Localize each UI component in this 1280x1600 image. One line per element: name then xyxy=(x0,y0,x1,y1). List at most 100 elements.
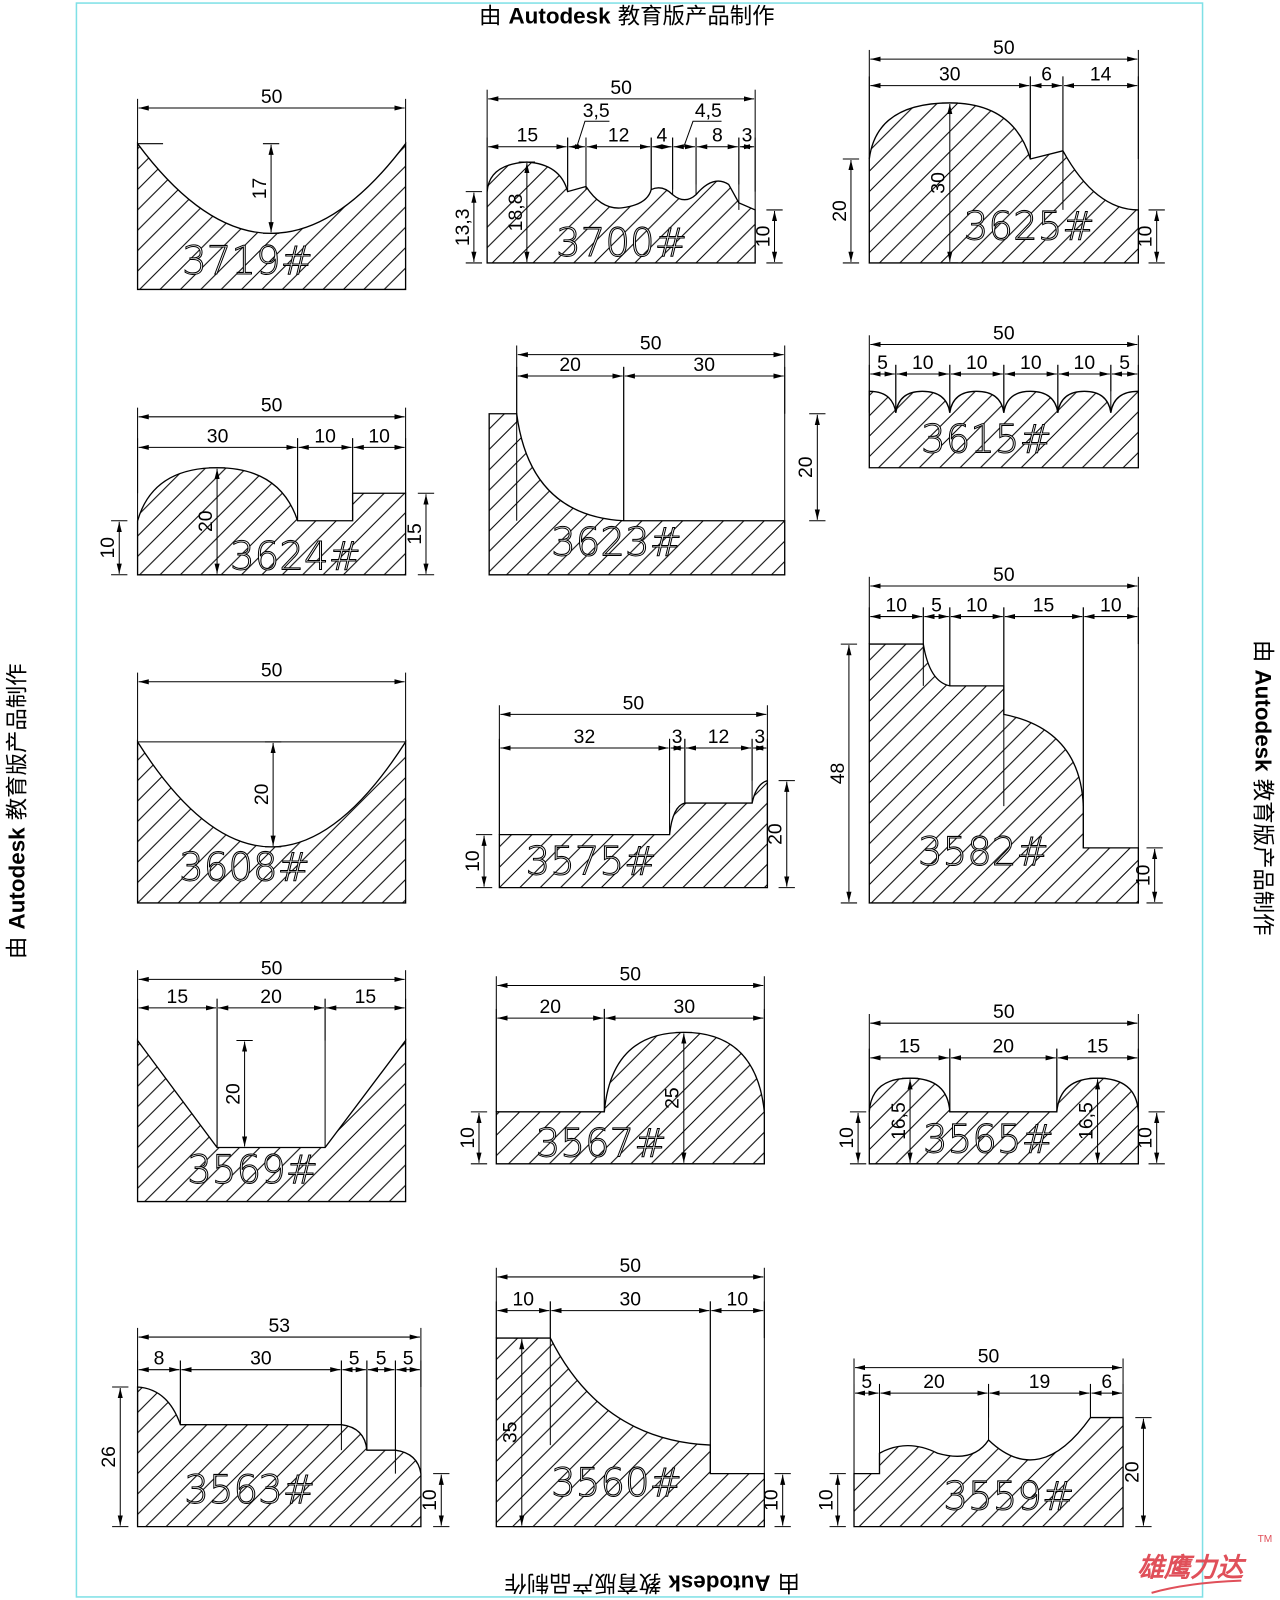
dimension: 10 xyxy=(709,1288,765,1474)
dimension: 20 xyxy=(222,1040,253,1149)
dimension: 18,8 xyxy=(505,161,536,264)
profile-section xyxy=(486,161,756,264)
dimension-value: 10 xyxy=(457,1127,479,1149)
dimension-value: 10 xyxy=(419,1489,441,1511)
dimension-value: 20 xyxy=(795,456,817,478)
dimension: 12 xyxy=(684,726,753,804)
dimension: 3 xyxy=(669,726,686,804)
dimension-value: 30 xyxy=(928,172,950,194)
dimension-value: 20 xyxy=(260,986,282,1008)
dimension-value: 10 xyxy=(1020,352,1042,374)
dimension-value: 10 xyxy=(886,594,908,616)
dimension-value: 48 xyxy=(827,763,849,785)
dimension: 25 xyxy=(662,1031,692,1165)
dimension-value: 30 xyxy=(693,354,715,376)
dimension: 20 xyxy=(1121,1417,1152,1528)
dimension: 30 xyxy=(623,354,786,521)
profile-code-label: 3608# xyxy=(179,846,310,891)
dimension-value: 50 xyxy=(261,86,283,108)
dimension: 10 xyxy=(761,1473,791,1528)
dimension: 10 xyxy=(949,594,1005,686)
dimension-value: 10 xyxy=(462,850,484,872)
dimension: 4 xyxy=(650,125,674,190)
dimension: 10 xyxy=(816,1473,846,1528)
dimension-value: 10 xyxy=(836,1127,858,1149)
dimension: 10 xyxy=(836,1111,867,1165)
dimension-value: 3,5 xyxy=(583,100,610,122)
leader-line xyxy=(683,120,722,147)
dimension-value: 20 xyxy=(222,1083,244,1105)
dimension: 20 xyxy=(878,1371,990,1440)
dimension: 20 xyxy=(949,1036,1058,1112)
dimension-value: 3 xyxy=(742,125,753,147)
dimension-value: 10 xyxy=(966,352,988,374)
dimension: 20 xyxy=(795,413,826,522)
dimension-value: 15 xyxy=(899,1036,921,1058)
dimension: 20 xyxy=(495,996,605,1112)
dimension: 20 xyxy=(216,986,326,1148)
dimension: 6 xyxy=(1029,64,1064,159)
dimension-value: 4,5 xyxy=(695,100,722,122)
profile-code-label: 3565# xyxy=(923,1118,1054,1163)
dimension-value: 5 xyxy=(376,1348,387,1370)
profile-code-label: 3569# xyxy=(187,1148,318,1193)
dimension-value: 50 xyxy=(261,660,283,682)
dimension: 20 xyxy=(251,741,282,848)
dimension-value: 25 xyxy=(662,1087,684,1109)
dimension-value: 8 xyxy=(712,125,723,147)
dimension: 3,5 xyxy=(567,100,610,187)
dimension: 10 xyxy=(1133,847,1163,904)
logo-tm: TM xyxy=(1258,1534,1273,1545)
dimension: 10 xyxy=(352,425,407,494)
dimension: 16,5 xyxy=(1075,1077,1106,1165)
dimension-value: 3 xyxy=(672,726,683,748)
brand-logo: 雄鹰力达 TM xyxy=(1137,1534,1273,1594)
dimension: 32 xyxy=(498,726,671,835)
dimension-value: 30 xyxy=(250,1348,272,1370)
dimension: 15 xyxy=(324,986,407,1041)
dimension-value: 20 xyxy=(765,823,787,845)
dimension-value: 50 xyxy=(993,37,1015,59)
dimension: 10 xyxy=(1082,594,1139,848)
profile-code-label: 3582# xyxy=(918,830,1049,875)
dimension-value: 5 xyxy=(861,1371,872,1393)
dimension-value: 12 xyxy=(708,726,730,748)
dimension-value: 19 xyxy=(1029,1371,1051,1393)
dimension: 4,5 xyxy=(672,100,722,195)
dimension: 10 xyxy=(495,1288,551,1339)
dimension-value: 30 xyxy=(674,996,696,1018)
dimension: 20 xyxy=(195,467,226,576)
dimension: 3 xyxy=(738,125,756,210)
dimension-value: 5 xyxy=(1119,352,1130,374)
dimension-value: 18,8 xyxy=(505,194,527,232)
dimension-value: 15 xyxy=(1033,594,1055,616)
dimension: 5 xyxy=(394,1348,422,1474)
profile-code-label: 3615# xyxy=(921,417,1052,462)
dimension: 30 xyxy=(603,996,765,1112)
dimension-value: 8 xyxy=(154,1348,165,1370)
dimension-value: 50 xyxy=(993,1001,1015,1023)
dimension-value: 50 xyxy=(978,1346,1000,1368)
leader-line xyxy=(576,120,610,147)
dimension: 20 xyxy=(765,780,795,889)
dimension-value: 53 xyxy=(268,1315,290,1337)
dimension-value: 10 xyxy=(752,225,774,247)
watermark-right: 由 Autodesk 教育版产品制作 xyxy=(1250,640,1276,936)
dimension: 14 xyxy=(1062,64,1139,210)
dimension: 35 xyxy=(500,1337,530,1528)
dimension-value: 10 xyxy=(513,1288,535,1310)
dimension: 5 xyxy=(853,1371,880,1474)
watermark-top: 由 Autodesk 教育版产品制作 xyxy=(479,3,775,29)
dimension-value: 15 xyxy=(404,523,426,545)
profile-section xyxy=(498,779,769,889)
dimension-value: 20 xyxy=(195,510,217,532)
